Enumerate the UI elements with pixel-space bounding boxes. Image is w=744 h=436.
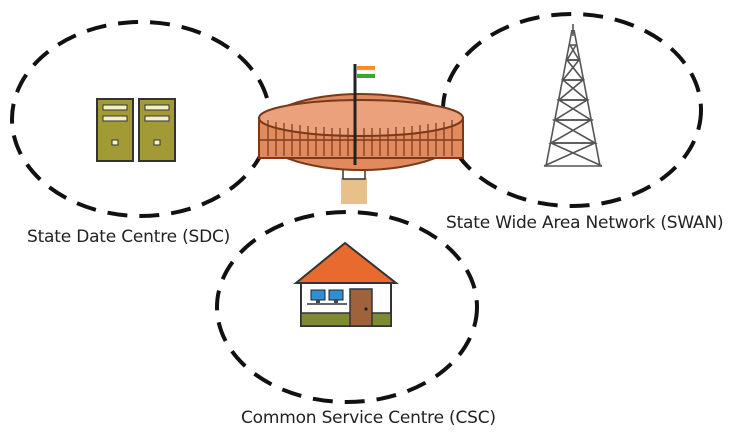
swan-label: State Wide Area Network (SWAN) — [446, 213, 724, 233]
parliament-building-icon — [258, 64, 464, 204]
sdc-label: State Date Centre (SDC) — [27, 227, 231, 247]
tower-icon — [543, 24, 603, 167]
csc-ellipse — [215, 210, 479, 404]
house-icon — [293, 241, 399, 327]
server-icon — [96, 98, 176, 162]
csc-label: Common Service Centre (CSC) — [241, 408, 496, 428]
